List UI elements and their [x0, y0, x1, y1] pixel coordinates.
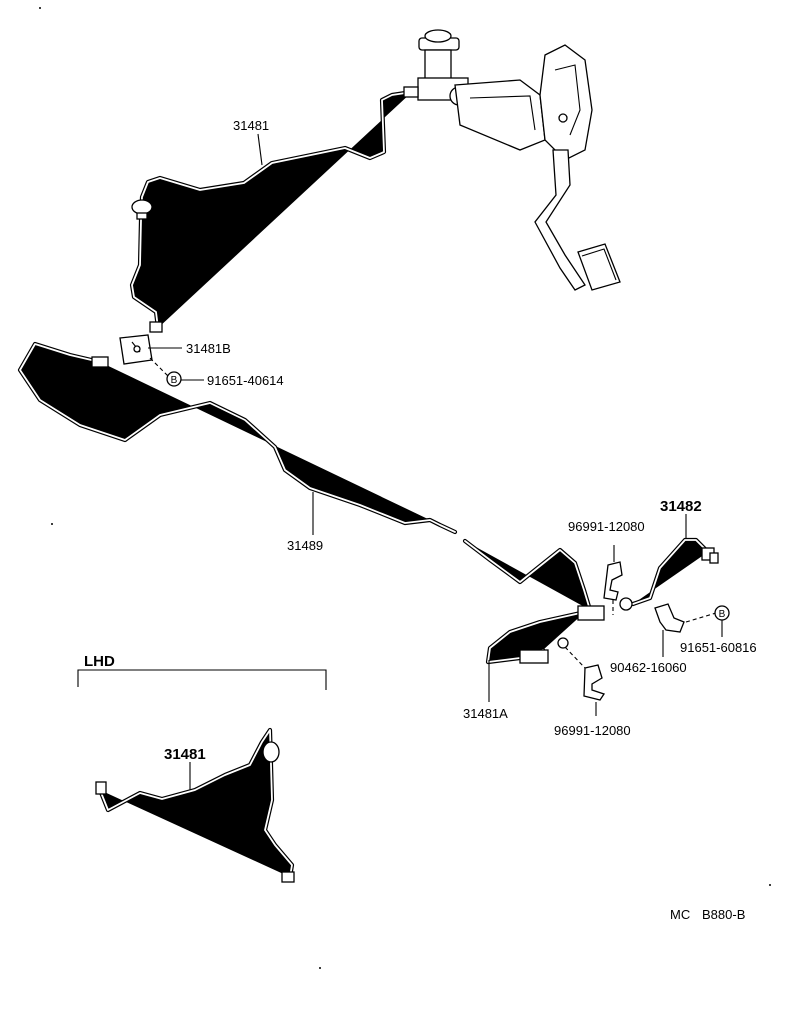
- label-96991-12080-upper: 96991-12080: [568, 519, 645, 534]
- label-91651-40614: 91651-40614: [207, 373, 284, 388]
- label-31481b: 31481B: [186, 341, 231, 356]
- drawing-code-prefix: MC: [670, 907, 690, 922]
- clutch-pedal-assembly: [417, 29, 621, 291]
- label-31481-lhd: 31481: [164, 746, 206, 763]
- label-91651-60816: 91651-60816: [680, 640, 757, 655]
- label-31481-upper: 31481: [233, 118, 269, 133]
- clip-upper: [603, 545, 623, 615]
- label-90462-16060: 90462-16060: [610, 660, 687, 675]
- lhd-section: [77, 669, 327, 883]
- label-96991-12080-lower: 96991-12080: [554, 723, 631, 738]
- hose-end-31482: [619, 514, 719, 611]
- bracket-31481b: B: [119, 334, 204, 387]
- bolt-marker-lower: B: [719, 609, 726, 620]
- label-31482: 31482: [660, 498, 702, 515]
- clutch-line-31481: [132, 86, 419, 333]
- bolt-marker-upper: B: [171, 375, 178, 386]
- label-31481a: 31481A: [463, 706, 508, 721]
- clip-lower: [557, 637, 606, 716]
- clamp-90462: B: [654, 603, 730, 657]
- drawing-code: B880-B: [702, 907, 745, 922]
- tube-31489: [20, 344, 590, 610]
- label-31489: 31489: [287, 538, 323, 553]
- label-lhd: LHD: [84, 653, 115, 670]
- hose-31481a: [488, 605, 605, 702]
